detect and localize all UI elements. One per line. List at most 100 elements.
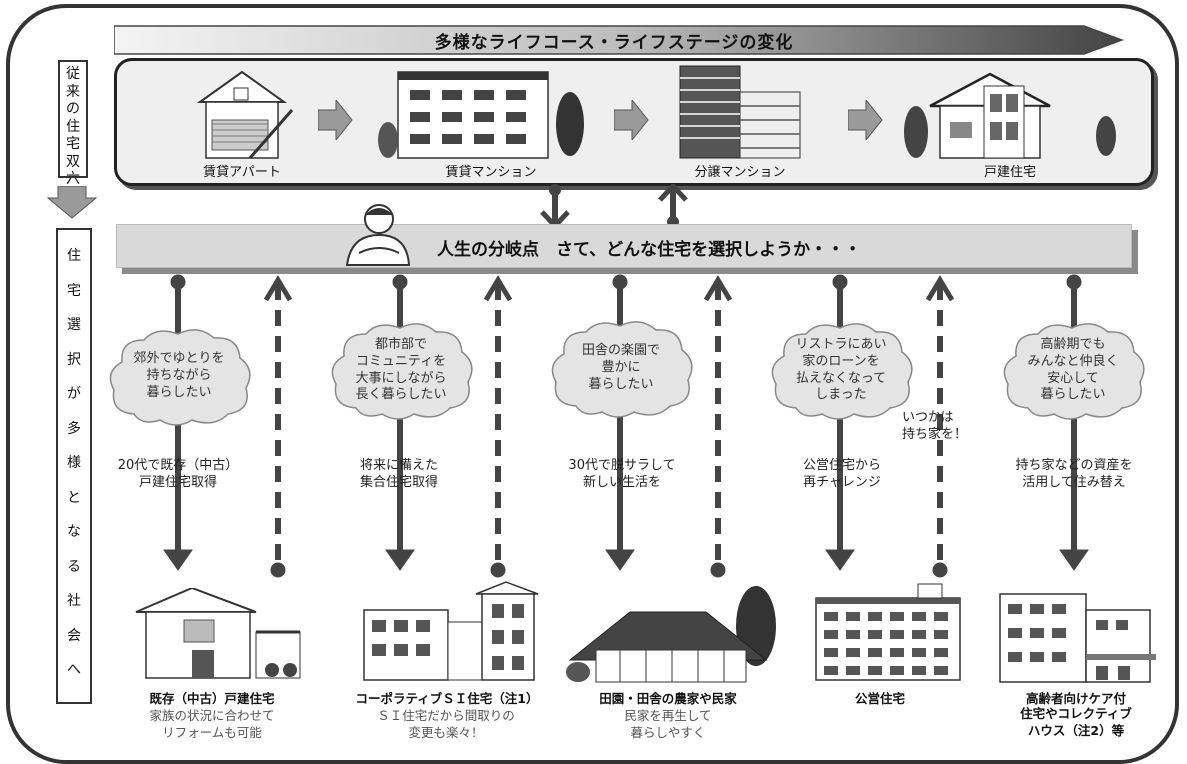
result-line: ＳＩ住宅だから間取りの	[377, 708, 515, 723]
right-arrow-icon	[614, 100, 649, 140]
condo-icon	[679, 65, 801, 159]
result-description: 住宅やコレクティブ ハウス（注2）等	[996, 706, 1156, 740]
traditional-label: 従 来 の 住 宅 双 六	[58, 60, 88, 187]
result-title: 高齢者向けケア付	[1025, 691, 1126, 706]
cloud-line: 暮らしたい	[588, 376, 654, 392]
side-note: いつかは 持ち家を！	[902, 410, 988, 444]
label-char: 来	[66, 83, 80, 100]
path-line: 新しい生活を	[582, 474, 661, 490]
farmhouse-icon	[566, 586, 776, 683]
thought-cloud: 郊外でゆとりを 持ちながら 暮らしたい	[104, 324, 254, 429]
cloud-line: みんなと仲良く	[1027, 353, 1119, 369]
thought-cloud: リストラにあい 家のローンを 払えなくなって しまった	[766, 318, 916, 423]
label-char: 双	[66, 153, 80, 170]
cloud-line: 長く暮らしたい	[355, 387, 447, 403]
stage-detached-house: 戸建住宅	[900, 62, 1120, 182]
path-line: 戸建住宅取得	[138, 474, 217, 490]
path-line: 30代で脱サラして	[568, 458, 676, 473]
result-description: ＳＩ住宅だから間取りの 変更も楽々！	[346, 708, 546, 742]
down-arrow-icon	[46, 186, 98, 219]
label-char: 様	[67, 455, 81, 471]
thought-cloud: 田舎の楽園で 豊かに 暮らしたい	[546, 316, 696, 421]
cooperative-housing-icon	[363, 581, 539, 681]
stage-label: 分譲マンション	[694, 165, 786, 180]
path-line: 集合住宅取得	[359, 474, 438, 490]
path-label: 30代で脱サラして 新しい生活を	[542, 458, 702, 492]
rental-mansion-icon	[378, 71, 584, 159]
stage-rental-mansion: 賃貸マンション	[376, 62, 606, 182]
thought-cloud: 高齢期でも みんなと仲良く 安心して 暮らしたい	[998, 318, 1148, 423]
decision-bar: 人生の分岐点 さて、どんな住宅を選択しようか・・・	[116, 204, 1132, 268]
label-char: な	[67, 524, 81, 540]
result-line: 民家を再生して	[624, 708, 712, 723]
used-house-icon	[135, 588, 301, 679]
label-char: 六	[66, 171, 80, 187]
thinking-man-icon	[345, 204, 411, 266]
path-line: 公営住宅から	[802, 458, 881, 473]
side-note-line: 持ち家を！	[902, 426, 968, 442]
path-label: 将来に備えた 集合住宅取得	[334, 458, 464, 492]
detached-house-icon	[904, 72, 1116, 159]
path-line: 20代で既存（中古）	[117, 458, 239, 473]
path-line: 活用して住み替え	[1022, 474, 1126, 490]
cloud-line: リストラにあい	[795, 336, 887, 352]
label-char: 選	[67, 317, 81, 333]
elderly-care-housing-icon	[999, 593, 1156, 683]
cloud-line: 払えなくなって	[795, 370, 887, 386]
result-line: 変更も楽々！	[408, 724, 484, 740]
result-line: ハウス（注2）等	[1027, 722, 1125, 738]
result-line: 家族の状況に合わせて	[149, 708, 275, 723]
label-char: 会	[67, 627, 81, 644]
cloud-line: 高齢期でも	[1040, 336, 1106, 352]
cloud-line: 都市部で	[374, 336, 427, 352]
cloud-line: 田舎の楽園で	[581, 343, 660, 359]
result-line: 暮らしやすく	[630, 724, 706, 740]
result-title: 田園・田舎の農家や民家	[599, 691, 737, 706]
label-char: 宅	[66, 136, 80, 152]
label-char: 多	[67, 420, 81, 437]
cloud-line: 暮らしたい	[1040, 387, 1106, 403]
path-label: 公営住宅から 再チャレンジ	[782, 458, 902, 492]
cloud-line: 豊かに	[601, 360, 641, 376]
label-char: 宅	[67, 282, 81, 299]
right-arrow-icon	[848, 100, 883, 140]
cloud-line: 暮らしたい	[146, 384, 212, 400]
label-char: 住	[66, 118, 80, 135]
path-label: 持ち家などの資産を 活用して住み替え	[990, 458, 1158, 492]
path-line: 再チャレンジ	[803, 474, 881, 490]
result-title: 既存（中古）戸建住宅	[149, 691, 275, 706]
cloud-line: しまった	[815, 387, 867, 403]
label-char: 従	[66, 66, 80, 82]
label-char: 社	[67, 593, 81, 609]
label-char: と	[67, 489, 81, 506]
right-arrow-icon	[318, 100, 353, 140]
label-char: の	[66, 101, 80, 117]
label-char: へ	[67, 662, 81, 678]
cloud-line: 持ちながら	[146, 368, 212, 384]
label-char: 択	[67, 351, 81, 368]
result-title: 公営住宅	[854, 691, 905, 706]
apartment-icon	[196, 70, 294, 159]
result-description: 家族の状況に合わせて リフォームも可能	[122, 708, 302, 742]
path-line: 将来に備えた	[359, 458, 438, 473]
side-note-line: いつかは	[902, 410, 954, 425]
cloud-line: 大事にしながら	[355, 370, 447, 386]
result-line: 住宅やコレクティブ	[1020, 706, 1132, 721]
cloud-line: 郊外でゆとりを	[133, 351, 225, 367]
banner-title: 多様なライフコース・ライフステージの変化	[434, 32, 794, 53]
cloud-line: 安心して	[1047, 370, 1099, 386]
stage-label: 賃貸マンション	[445, 165, 537, 180]
banner: 多様なライフコース・ライフステージの変化	[114, 24, 1114, 56]
label-char: が	[67, 386, 81, 402]
cloud-line: 家のローンを	[802, 353, 880, 369]
label-char: る	[67, 558, 81, 575]
result-line: リフォームも可能	[162, 724, 262, 740]
stage-condominium: 分譲マンション	[660, 62, 820, 182]
cloud-line: コミュニティを	[355, 353, 447, 369]
stage-label: 賃貸アパート	[203, 165, 281, 180]
label-char: 住	[67, 248, 81, 264]
result-description: 民家を再生して 暮らしやすく	[578, 708, 758, 742]
stage-label: 戸建住宅	[983, 165, 1036, 180]
path-label: 20代で既存（中古） 戸建住宅取得	[98, 458, 258, 492]
thought-cloud: 都市部で コミュニティを 大事にしながら 長く暮らしたい	[326, 318, 476, 423]
